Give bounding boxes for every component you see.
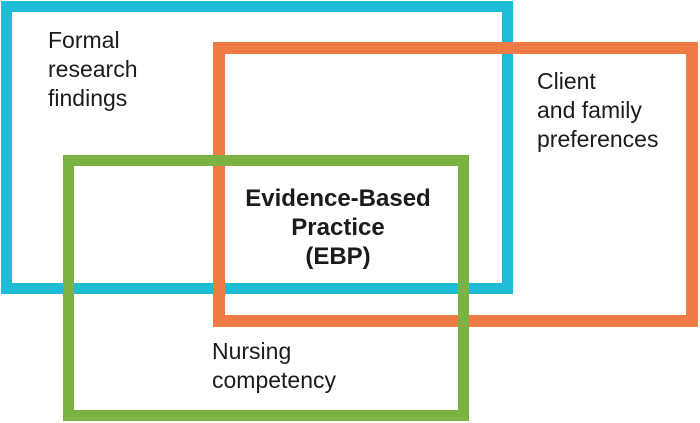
formal-research-findings-label: Formal research findings [48, 26, 137, 113]
label-line: Nursing [212, 338, 292, 364]
formal-research-findings-rect [1, 1, 513, 294]
label-line: Client [537, 68, 596, 94]
label-line: Evidence-Based [245, 185, 431, 212]
evidence-based-practice-label: Evidence-Based Practice (EBP) [228, 184, 448, 271]
label-line: preferences [537, 126, 659, 152]
client-and-family-preferences-rect [213, 42, 698, 327]
label-line: research [48, 56, 138, 82]
label-line: (EBP) [305, 243, 371, 270]
client-and-family-preferences-label: Client and family preferences [537, 67, 658, 154]
label-line: findings [48, 85, 128, 111]
label-line: and family [537, 97, 642, 123]
nursing-competency-rect [63, 155, 469, 421]
nursing-competency-label: Nursing competency [212, 337, 336, 395]
label-line: competency [212, 367, 337, 393]
label-line: Practice [291, 214, 385, 241]
label-line: Formal [48, 27, 120, 53]
